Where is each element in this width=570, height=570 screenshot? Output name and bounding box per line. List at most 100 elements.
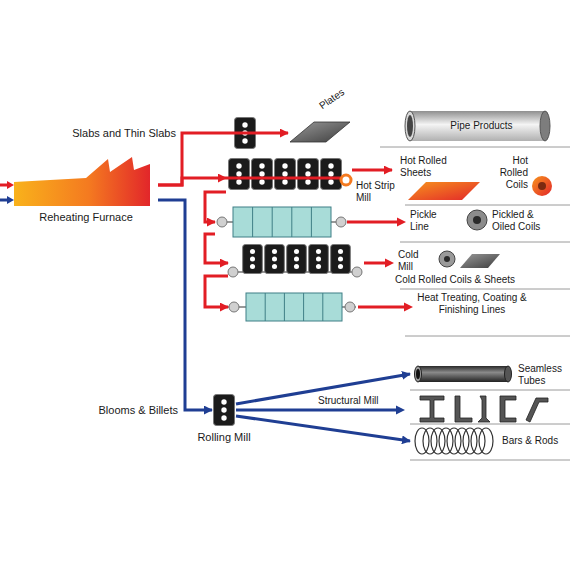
cold-mill-equipment bbox=[364, 262, 386, 265]
hot-rolled-sheets: Hot Rolled Sheets bbox=[392, 152, 482, 202]
cold-mill-equipment bbox=[352, 267, 362, 277]
inlet-arrows bbox=[0, 199, 8, 202]
inlet-arrows bbox=[0, 181, 14, 204]
node-label: Hot Rolled Coils bbox=[484, 155, 528, 191]
edge-label: Slabs and Thin Slabs bbox=[72, 127, 176, 140]
pickle-line-equipment bbox=[217, 207, 406, 237]
bar-rod-coil bbox=[447, 428, 461, 454]
node-label: Cold Rolled Coils & Sheets bbox=[395, 274, 560, 286]
seamless-tube-icon bbox=[415, 366, 422, 382]
cold-rolled-icons bbox=[460, 254, 500, 268]
inlet-arrows bbox=[7, 196, 14, 204]
flow-arrow bbox=[205, 276, 228, 307]
pickle-line: Pickle Line bbox=[215, 205, 347, 239]
plate-icon bbox=[290, 122, 350, 142]
node-label: Plates bbox=[317, 79, 357, 112]
node-label: Bars & Rods bbox=[502, 435, 562, 447]
rolling-mill-stand bbox=[214, 395, 235, 426]
pickle-line-equipment bbox=[311, 207, 312, 237]
furnace-node: Reheating Furnace bbox=[14, 155, 158, 227]
pickle-line-equipment bbox=[252, 207, 253, 237]
pickle-line-equipment bbox=[233, 207, 331, 237]
heat-treating-equipment bbox=[404, 303, 413, 312]
node-label: Rolling Mill bbox=[184, 431, 264, 444]
node-label: Pickle Line bbox=[410, 209, 446, 233]
heat-treating-equipment bbox=[228, 293, 413, 321]
node-label: Pipe Products bbox=[405, 120, 558, 132]
separator-lines bbox=[410, 390, 570, 391]
pickle-line-equipment bbox=[347, 221, 398, 224]
node-label: Pickled & Oiled Coils bbox=[492, 209, 558, 233]
cold-mill-equipment bbox=[265, 244, 285, 273]
pickle-line-equipment bbox=[336, 217, 346, 227]
node-label: Hot Strip Mill bbox=[356, 180, 402, 204]
pipe-icon bbox=[540, 111, 550, 141]
cold-mill: Cold Mill bbox=[228, 244, 363, 278]
hot-rolled-coil-icon bbox=[532, 176, 552, 196]
pickle-line-equipment bbox=[272, 207, 273, 237]
cold-mill-equipment bbox=[243, 244, 263, 273]
flow-arrow bbox=[205, 192, 226, 222]
hot-rolled-coil-icon bbox=[538, 182, 546, 190]
bar-rod-coil bbox=[479, 428, 493, 454]
bar-rod-coil bbox=[431, 428, 445, 454]
cold-mill-equipment bbox=[228, 244, 394, 277]
structural-arrow bbox=[236, 409, 397, 412]
cold-rolled-icons bbox=[439, 251, 455, 267]
structural-shapes bbox=[526, 398, 548, 422]
hot-strip-mill-stands bbox=[298, 159, 319, 190]
separator-lines bbox=[380, 147, 570, 148]
bar-rod-coil bbox=[415, 428, 429, 454]
hot-strip-mill-stands bbox=[229, 159, 250, 190]
hot-rolled-coils: Hot Rolled Coils bbox=[484, 152, 556, 196]
pickle-line-equipment bbox=[397, 218, 406, 227]
inlet-arrows bbox=[0, 184, 8, 187]
bar-rod-coil bbox=[423, 428, 437, 454]
heat-treating-equipment bbox=[246, 293, 342, 321]
seamless-tube-icon bbox=[505, 366, 512, 382]
seamless-tube-icon bbox=[416, 369, 420, 379]
node-label: Hot Rolled Sheets bbox=[400, 155, 460, 179]
hot-rolled-coil-icon bbox=[532, 176, 552, 196]
seamless-tubes: Seamless Tubes bbox=[410, 362, 562, 388]
hot-strip-mill: Hot Strip Mill bbox=[226, 156, 352, 196]
bar-rod-coil bbox=[463, 428, 477, 454]
pickled-coil-icon bbox=[467, 210, 487, 230]
cold-mill-equipment bbox=[385, 259, 394, 268]
node-label: Heat Treating, Coating & Finishing Lines bbox=[416, 292, 528, 316]
heat-treating-equipment bbox=[345, 302, 355, 312]
structural-shapes bbox=[478, 396, 490, 422]
edge-label: Blooms & Billets bbox=[99, 404, 178, 417]
furnace-shape bbox=[14, 157, 150, 206]
separator-lines bbox=[400, 289, 570, 290]
rolling-mill-stand bbox=[214, 395, 235, 426]
pickle-line-equipment bbox=[217, 217, 227, 227]
structural-shapes bbox=[420, 396, 548, 422]
pipe-icon bbox=[407, 115, 413, 137]
flow-arrow bbox=[158, 178, 226, 185]
cold-mill-equipment bbox=[331, 244, 351, 273]
node-label: Cold Mill bbox=[398, 249, 426, 273]
hot-strip-mill-stands bbox=[321, 159, 342, 190]
structural-arrow bbox=[396, 406, 405, 415]
hot-strip-mill-stands bbox=[252, 159, 273, 190]
flow-arrow bbox=[352, 169, 392, 172]
heat-treating-equipment bbox=[303, 293, 304, 321]
structural-shapes bbox=[420, 396, 444, 422]
node-label: Reheating Furnace bbox=[14, 211, 158, 224]
flow-arrow bbox=[205, 234, 228, 263]
pickled-coil-icon bbox=[467, 210, 487, 230]
separator-lines bbox=[400, 242, 570, 243]
separator-lines bbox=[380, 147, 570, 460]
bar-rod-coil bbox=[439, 428, 453, 454]
hot-strip-mill-stands bbox=[275, 159, 296, 190]
pickled-oiled-coils: Pickled & Oiled Coils bbox=[462, 207, 558, 235]
bar-rod-coil bbox=[471, 428, 485, 454]
separator-lines bbox=[405, 336, 570, 337]
heat-treating-equipment bbox=[265, 293, 266, 321]
separator-lines bbox=[410, 424, 570, 425]
heat-treating-equipment bbox=[229, 302, 239, 312]
hot-rolled-sheet-icon bbox=[408, 182, 480, 200]
